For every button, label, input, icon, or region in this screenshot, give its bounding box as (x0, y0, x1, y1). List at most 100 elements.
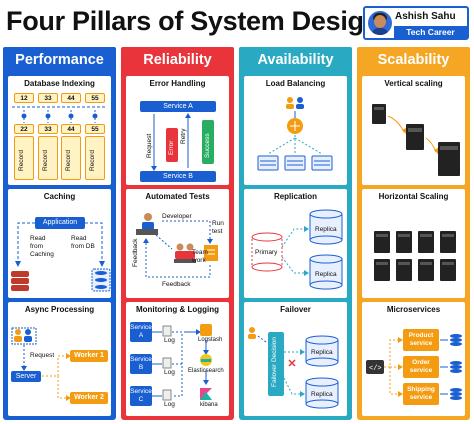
read-db-label: Read from DB (71, 235, 95, 250)
author-badge: Ashish Sahu Tech Career Coach (363, 6, 469, 49)
automated-tests-graphic (136, 213, 218, 278)
cell-load-balancing: Load Balancing (244, 76, 347, 185)
service-a-box: Service A (140, 101, 216, 112)
load-balancing-graphic (257, 97, 333, 171)
server-icons (257, 155, 333, 171)
feedback-bottom-label: Feedback (162, 281, 191, 288)
feedback-side-label: Feedback (132, 238, 139, 267)
cell-microservices: Microservices </> Product service Order … (362, 302, 465, 416)
replica-db-icon (305, 377, 339, 409)
cell-automated-tests: Automated Tests Developer Run test Team … (126, 189, 229, 298)
server-box: Server (11, 371, 41, 382)
monitoring-arrows (152, 324, 212, 401)
request-label: Request (146, 133, 153, 158)
database-icon (91, 268, 111, 292)
pillar-title-availability: Availability (239, 47, 352, 73)
cell-title: Monitoring & Logging (135, 305, 220, 314)
run-test-label: Run test (212, 220, 224, 235)
service-b-box: Service B (130, 354, 152, 374)
author-role: Tech Career Coach (394, 26, 467, 49)
order-service-box: Order service (403, 356, 439, 378)
elasticsearch-label: Elasticsearch (188, 368, 224, 374)
cell-title: Load Balancing (265, 79, 326, 88)
pillar-scalability: Scalability Vertical scaling Horizontal … (357, 47, 470, 420)
team-icon (174, 243, 196, 263)
replica-label-1: Replica (315, 226, 337, 233)
log-label-b: Log (164, 369, 175, 376)
test-icon (204, 245, 218, 261)
pillar-reliability: Reliability Error Handling Service A Ser… (121, 47, 234, 420)
caching-arrows (11, 222, 111, 292)
db-index-arrows (12, 106, 107, 123)
error-handling-arrows (151, 113, 191, 171)
svg-text:</>: </> (369, 365, 382, 373)
cell-title: Failover (280, 305, 311, 314)
page-title: Four Pillars of System Design (6, 6, 380, 36)
cell-title: Automated Tests (145, 192, 210, 201)
cell-failover: Failover Failover Decision Replica Repli… (244, 302, 347, 416)
team-work-label: Team work (192, 249, 208, 264)
server-icons (374, 231, 456, 281)
cell-title: Database Indexing (24, 79, 95, 88)
replica-label-2: Replica (311, 391, 333, 398)
code-icon: </> (366, 360, 384, 374)
server-icon (406, 124, 424, 150)
worker-2-box: Worker 2 (70, 392, 108, 404)
application-box: Application (35, 217, 85, 229)
server-icon (438, 142, 460, 176)
developer-label: Developer (162, 213, 192, 220)
error-box: Error (166, 128, 178, 162)
log-label-c: Log (164, 401, 175, 408)
cell-title: Error Handling (149, 79, 206, 88)
replica-db-icon (309, 209, 343, 245)
replica-label-2: Replica (315, 271, 337, 278)
read-cache-label: Read from Caching (30, 235, 54, 258)
primary-db-icon (251, 232, 283, 272)
cell-caching: Caching Application Read from Caching Re… (8, 189, 111, 298)
cell-async-processing: Async Processing Request Server Worker 1… (8, 302, 111, 416)
replication-graphic (251, 209, 343, 290)
horizontal-scaling-graphic (374, 231, 456, 281)
replica-label-1: Replica (311, 349, 333, 356)
kibana-label: kibana (200, 402, 218, 408)
cache-icon (11, 271, 29, 291)
retry-label: Retry (180, 128, 187, 144)
users-icon (248, 327, 256, 339)
cell-vertical-scaling: Vertical scaling (362, 76, 465, 185)
log-icons (162, 325, 172, 401)
pillar-title-reliability: Reliability (121, 47, 234, 73)
cell-horizontal-scaling: Horizontal Scaling (362, 189, 465, 298)
pillar-performance: Performance Database Indexing 12 33 44 5… (3, 47, 116, 420)
async-arrows (11, 327, 71, 401)
microservices-graphic: </> (366, 334, 462, 400)
success-box: Success (202, 120, 214, 164)
replica-db-icon (305, 335, 339, 367)
service-c-box: Service C (130, 386, 152, 406)
users-icon (11, 327, 37, 345)
kibana-icon (200, 388, 212, 400)
failover-graphic (248, 327, 339, 409)
database-icons (450, 334, 462, 400)
product-service-box: Product service (403, 329, 439, 351)
elasticsearch-icon (200, 354, 212, 366)
shipping-service-box: Shipping service (403, 383, 439, 405)
service-b-box: Service B (140, 171, 216, 182)
cell-title: Vertical scaling (384, 79, 443, 88)
request-label: Request (30, 352, 55, 359)
failover-decision-label: Failover Decision (271, 337, 278, 387)
pillar-title-performance: Performance (3, 47, 116, 73)
vertical-scaling-graphic (372, 104, 460, 176)
cell-title: Microservices (386, 305, 441, 314)
cell-database-indexing: Database Indexing 12 33 44 55 22 33 44 5… (8, 76, 111, 185)
logstash-label: Logstash (198, 337, 223, 343)
close-icon (288, 359, 296, 367)
cell-monitoring-logging: Monitoring & Logging Service A Service B… (126, 302, 229, 416)
pillar-title-scalability: Scalability (357, 47, 470, 73)
logstash-icon (200, 324, 212, 336)
cell-title: Caching (43, 192, 76, 201)
pillar-availability: Availability Load Balancing Replication … (239, 47, 352, 420)
log-label-a: Log (164, 337, 175, 344)
avatar (368, 11, 392, 35)
primary-label: Primary (255, 249, 278, 256)
replica-db-icon (309, 254, 343, 290)
